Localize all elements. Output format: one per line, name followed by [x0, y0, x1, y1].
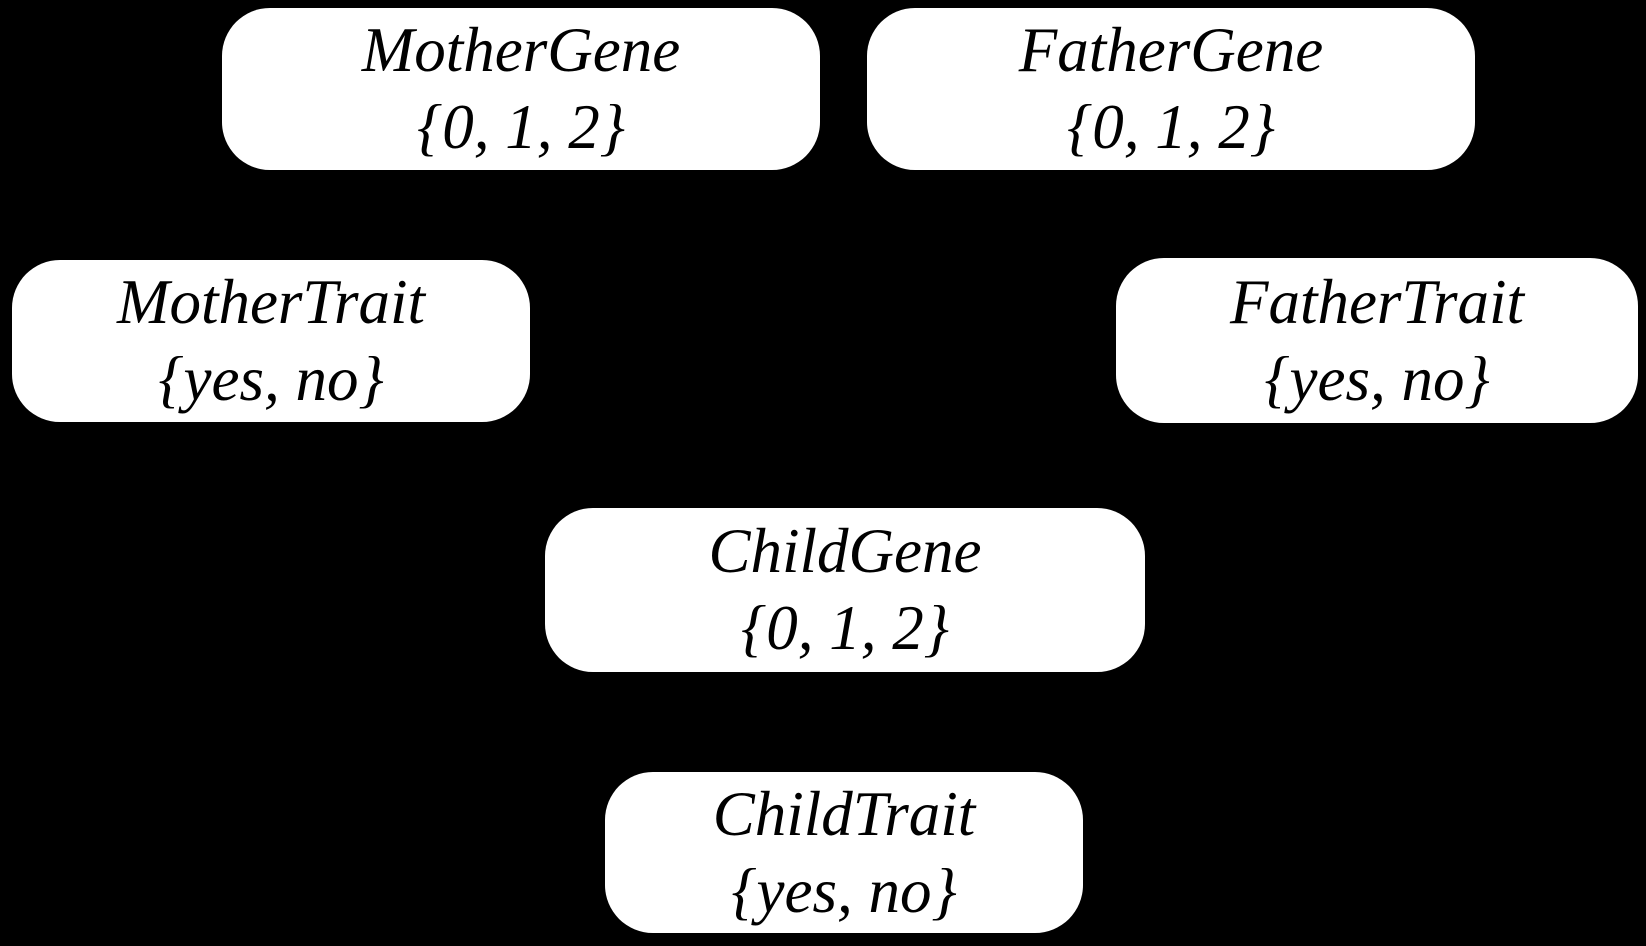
node-father-gene-label: FatherGene — [1018, 15, 1324, 86]
node-child-trait: ChildTrait {yes, no} — [605, 772, 1083, 933]
node-father-trait: FatherTrait {yes, no} — [1116, 258, 1638, 423]
node-mother-trait-domain: {yes, no} — [158, 344, 384, 414]
node-father-trait-label: FatherTrait — [1229, 266, 1525, 337]
node-child-gene-domain: {0, 1, 2} — [741, 593, 949, 663]
node-mother-trait-label: MotherTrait — [116, 267, 426, 338]
node-mother-gene-domain: {0, 1, 2} — [417, 92, 625, 162]
node-child-trait-label: ChildTrait — [712, 778, 976, 849]
node-child-trait-domain: {yes, no} — [731, 855, 957, 926]
node-father-trait-domain: {yes, no} — [1264, 343, 1490, 414]
node-father-gene-domain: {0, 1, 2} — [1067, 92, 1275, 162]
node-mother-trait: MotherTrait {yes, no} — [12, 260, 530, 422]
node-mother-gene-label: MotherGene — [361, 15, 681, 86]
node-child-gene: ChildGene {0, 1, 2} — [545, 508, 1145, 672]
node-child-gene-label: ChildGene — [708, 516, 982, 587]
node-father-gene: FatherGene {0, 1, 2} — [867, 8, 1475, 170]
node-mother-gene: MotherGene {0, 1, 2} — [222, 8, 820, 170]
